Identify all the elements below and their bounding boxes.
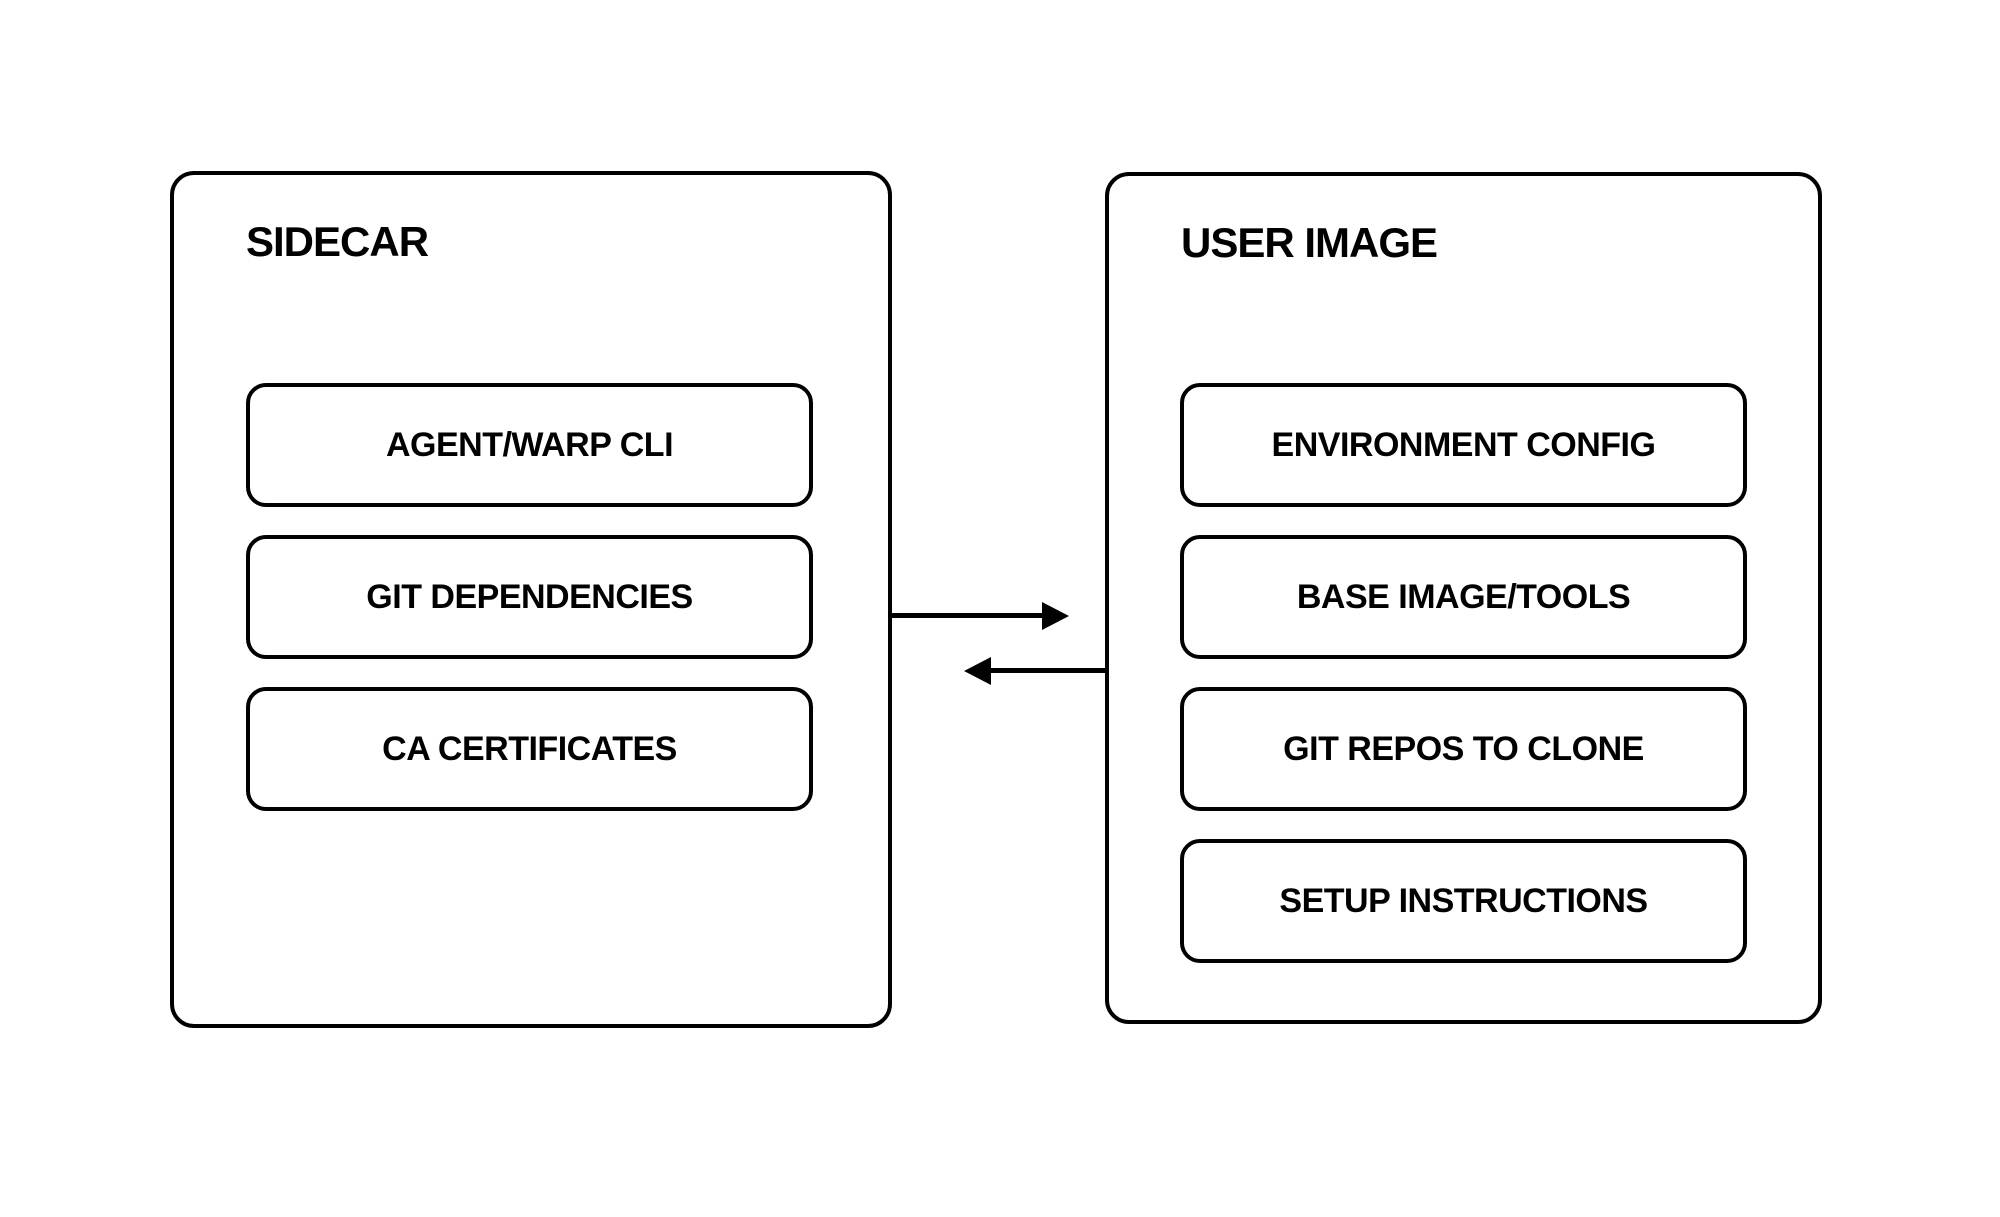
- box-agent-warp-cli-label: AGENT/WARP CLI: [385, 425, 674, 464]
- box-environment-config-label: ENVIRONMENT CONFIG: [1271, 425, 1656, 464]
- box-git-repos-to-clone: GIT REPOS TO CLONE: [1180, 687, 1747, 811]
- box-base-image-tools: BASE IMAGE/TOOLS: [1180, 535, 1747, 659]
- arrow-right-shaft: [892, 613, 1042, 618]
- box-git-dependencies: GIT DEPENDENCIES: [246, 535, 813, 659]
- box-git-dependencies-label: GIT DEPENDENCIES: [366, 577, 693, 616]
- box-agent-warp-cli: AGENT/WARP CLI: [246, 383, 813, 507]
- arrow-right-head-icon: [1042, 602, 1069, 630]
- sidecar-panel: SIDECAR AGENT/WARP CLI GIT DEPENDENCIES …: [170, 171, 892, 1028]
- box-setup-instructions-label: SETUP INSTRUCTIONS: [1279, 881, 1648, 920]
- box-git-repos-to-clone-label: GIT REPOS TO CLONE: [1283, 729, 1644, 768]
- box-ca-certificates: CA CERTIFICATES: [246, 687, 813, 811]
- arrow-left-head-icon: [964, 657, 991, 685]
- arrow-left-shaft: [991, 668, 1109, 673]
- box-setup-instructions: SETUP INSTRUCTIONS: [1180, 839, 1747, 963]
- box-environment-config: ENVIRONMENT CONFIG: [1180, 383, 1747, 507]
- box-base-image-tools-label: BASE IMAGE/TOOLS: [1296, 577, 1631, 616]
- box-ca-certificates-label: CA CERTIFICATES: [382, 729, 677, 768]
- user-image-panel-title: USER IMAGE: [1181, 219, 1438, 266]
- user-image-panel: USER IMAGE ENVIRONMENT CONFIG BASE IMAGE…: [1105, 172, 1822, 1024]
- sidecar-panel-title: SIDECAR: [246, 218, 429, 265]
